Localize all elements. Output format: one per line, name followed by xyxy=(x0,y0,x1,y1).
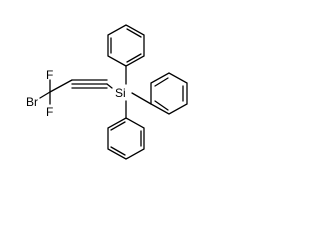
phenyl-ring-right xyxy=(150,72,188,115)
phenyl-ring-top xyxy=(107,24,145,67)
bond-c-c-single xyxy=(49,79,73,93)
atom-label-silicon: Si xyxy=(115,86,126,100)
atom-label-fluorine-top: F xyxy=(46,68,53,82)
molecule-structure: F Br F Si xyxy=(26,24,188,160)
bond-alkyne-triple xyxy=(71,79,108,89)
bond-c-br xyxy=(39,91,51,99)
bond-c-si xyxy=(106,83,113,89)
molecule-canvas: F Br F Si xyxy=(26,24,188,160)
atom-label-bromine: Br xyxy=(26,95,38,109)
atom-label-fluorine-bottom: F xyxy=(46,105,53,119)
bond-si-phenyl-right xyxy=(131,92,152,105)
phenyl-ring-bottom xyxy=(107,117,145,160)
